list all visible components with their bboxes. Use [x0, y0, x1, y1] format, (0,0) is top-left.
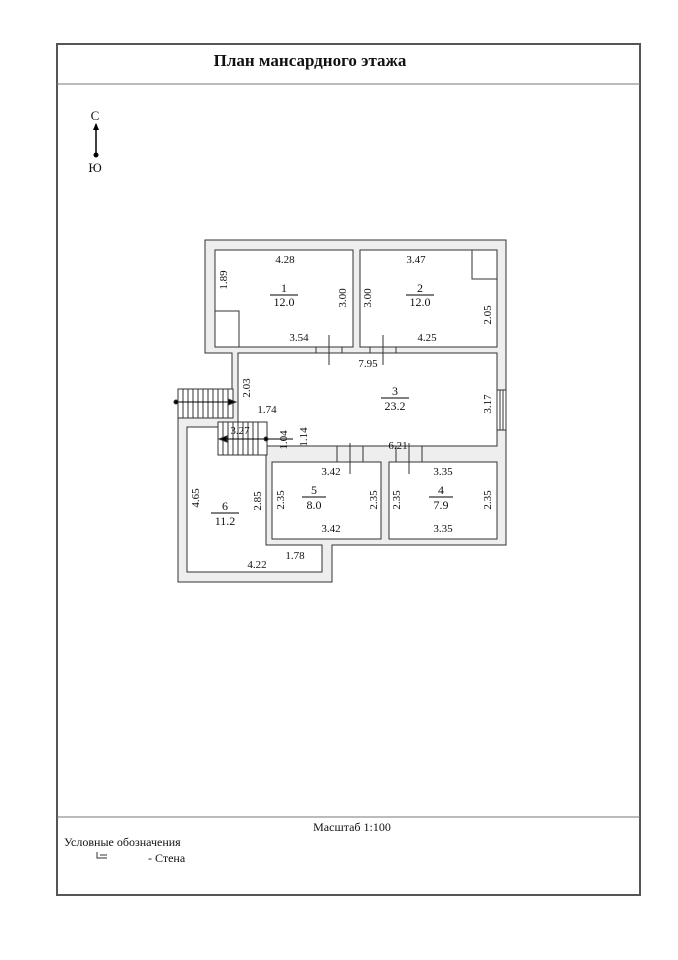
svg-text:4.65: 4.65	[190, 488, 202, 508]
compass-icon: С Ю	[88, 108, 101, 175]
svg-text:2.35: 2.35	[275, 490, 287, 510]
svg-text:3.54: 3.54	[289, 332, 309, 344]
svg-text:12.0: 12.0	[274, 295, 295, 309]
room-4-label: 47.9	[429, 483, 453, 512]
svg-text:2.35: 2.35	[368, 490, 380, 510]
svg-text:8.0: 8.0	[307, 498, 322, 512]
svg-text:1.14: 1.14	[298, 427, 310, 447]
svg-text:С: С	[91, 108, 100, 123]
sheet-frame	[56, 43, 641, 896]
svg-text:3.00: 3.00	[337, 288, 349, 308]
svg-text:Ю: Ю	[88, 160, 101, 175]
svg-text:1.04: 1.04	[278, 430, 290, 450]
svg-text:12.0: 12.0	[410, 295, 431, 309]
svg-text:2: 2	[417, 281, 423, 295]
room-2-label: 212.0	[406, 281, 434, 309]
svg-text:2.85: 2.85	[252, 491, 264, 511]
svg-text:2.35: 2.35	[391, 490, 403, 510]
svg-text:3.47: 3.47	[406, 254, 426, 266]
svg-text:3.42: 3.42	[321, 466, 340, 478]
svg-text:4.22: 4.22	[247, 559, 266, 571]
scale-label: Масштаб 1:100	[313, 820, 391, 834]
walls	[177, 239, 507, 583]
svg-text:3.27: 3.27	[230, 425, 250, 437]
svg-text:1.89: 1.89	[218, 270, 230, 290]
legend-title: Условные обозначения	[64, 835, 181, 849]
svg-text:3: 3	[392, 384, 398, 398]
svg-text:4.25: 4.25	[417, 332, 437, 344]
wall-legend-icon	[96, 852, 107, 859]
room-6-label: 611.2	[211, 499, 239, 528]
svg-text:2.03: 2.03	[241, 378, 253, 398]
svg-text:3.17: 3.17	[482, 394, 494, 414]
svg-text:3.00: 3.00	[362, 288, 374, 308]
svg-text:1.74: 1.74	[257, 404, 277, 416]
stairs-internal	[217, 421, 293, 456]
svg-text:2.35: 2.35	[482, 490, 494, 510]
svg-text:3.35: 3.35	[433, 523, 453, 535]
svg-text:7.95: 7.95	[358, 358, 378, 370]
svg-text:6: 6	[222, 499, 228, 513]
svg-text:4.28: 4.28	[275, 254, 295, 266]
legend-wall-label: - Стена	[148, 851, 186, 865]
svg-text:6.21: 6.21	[388, 440, 407, 452]
svg-text:2.05: 2.05	[482, 305, 494, 325]
svg-text:3.42: 3.42	[321, 523, 340, 535]
svg-text:1: 1	[281, 281, 287, 295]
svg-text:7.9: 7.9	[434, 498, 449, 512]
svg-text:5: 5	[311, 483, 317, 497]
page-title: План мансардного этажа	[214, 51, 407, 70]
svg-text:23.2: 23.2	[385, 399, 406, 413]
room-3-label: 323.2	[381, 384, 409, 413]
svg-text:3.35: 3.35	[433, 466, 453, 478]
stairs-external	[173, 388, 238, 419]
room-1-label: 112.0	[270, 281, 298, 309]
room-5-label: 58.0	[302, 483, 326, 512]
dimension-labels: 4.28 3.54 3.47 4.25 7.95 1.74 6.21 3.27 …	[190, 254, 494, 571]
svg-text:11.2: 11.2	[215, 514, 236, 528]
svg-text:4: 4	[438, 483, 444, 497]
svg-text:1.78: 1.78	[285, 550, 305, 562]
